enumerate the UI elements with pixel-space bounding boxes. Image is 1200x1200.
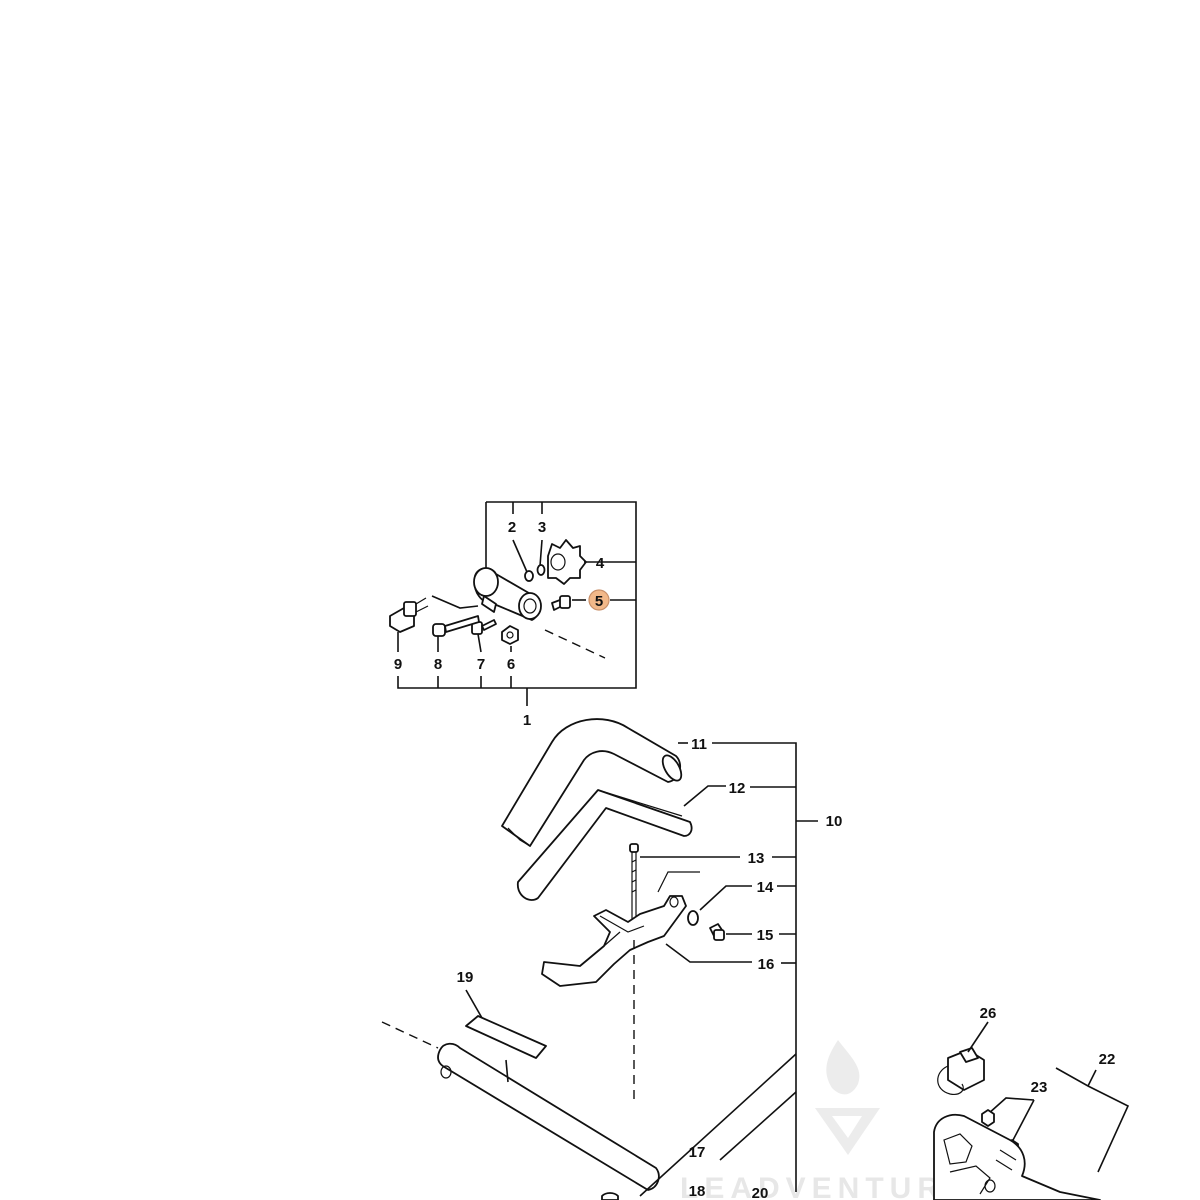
callout-8[interactable]: 8 bbox=[434, 656, 442, 673]
switch-part-26 bbox=[937, 1047, 985, 1095]
handle-bracket-part-16 bbox=[541, 871, 700, 1100]
star-knob-part-4 bbox=[547, 539, 587, 585]
screw-part-5 bbox=[551, 595, 571, 611]
watermark-v-icon bbox=[815, 1108, 880, 1155]
callout-19[interactable]: 19 bbox=[457, 969, 474, 986]
callout-18[interactable]: 18 bbox=[689, 1183, 706, 1200]
callout-26[interactable]: 26 bbox=[980, 1005, 997, 1022]
callout-17[interactable]: 17 bbox=[689, 1144, 706, 1161]
ring-part-3 bbox=[536, 564, 546, 576]
callout-3[interactable]: 3 bbox=[538, 519, 546, 536]
handle-grip-part-11 bbox=[501, 718, 683, 847]
washer-part-14 bbox=[687, 910, 699, 926]
callout-20[interactable]: 20 bbox=[752, 1185, 769, 1200]
housing-part-22 bbox=[933, 1113, 1101, 1200]
callout-16[interactable]: 16 bbox=[758, 956, 775, 973]
watermark: LEADVENTURE bbox=[680, 1040, 971, 1200]
callout-2[interactable]: 2 bbox=[508, 519, 516, 536]
callout-5[interactable]: 5 bbox=[595, 593, 603, 610]
assembly-10-bracket bbox=[712, 742, 818, 1192]
callout-11[interactable]: 11 bbox=[691, 736, 707, 753]
watermark-text: LEADVENTURE bbox=[680, 1172, 971, 1200]
nut-part-6 bbox=[501, 625, 519, 645]
watermark-logo-icon bbox=[826, 1040, 860, 1095]
drive-shaft-part-17 bbox=[381, 1021, 660, 1200]
callout-15[interactable]: 15 bbox=[757, 927, 774, 944]
callout-1[interactable]: 1 bbox=[523, 712, 531, 729]
washer-part-2 bbox=[524, 570, 534, 582]
callout-7[interactable]: 7 bbox=[477, 656, 485, 673]
callout-22[interactable]: 22 bbox=[1099, 1051, 1116, 1068]
callout-13[interactable]: 13 bbox=[748, 850, 765, 867]
assembly-1-box bbox=[397, 501, 637, 706]
callout-23[interactable]: 23 bbox=[1031, 1079, 1048, 1096]
callout-10[interactable]: 10 bbox=[826, 813, 843, 830]
callout-6[interactable]: 6 bbox=[507, 656, 515, 673]
callout-9[interactable]: 9 bbox=[394, 656, 402, 673]
bolt-part-8 bbox=[432, 615, 480, 637]
screw-part-15 bbox=[709, 923, 725, 941]
handle-clamp-part bbox=[473, 567, 606, 659]
label-plate-part-19 bbox=[465, 1015, 547, 1059]
handle-tube-part-12 bbox=[517, 785, 726, 901]
callout-5-highlight[interactable] bbox=[588, 589, 610, 611]
callout-12[interactable]: 12 bbox=[729, 780, 746, 797]
callout-4[interactable]: 4 bbox=[596, 555, 605, 572]
callout-14[interactable]: 14 bbox=[757, 879, 774, 896]
threaded-fitting-part-9 bbox=[389, 597, 429, 633]
